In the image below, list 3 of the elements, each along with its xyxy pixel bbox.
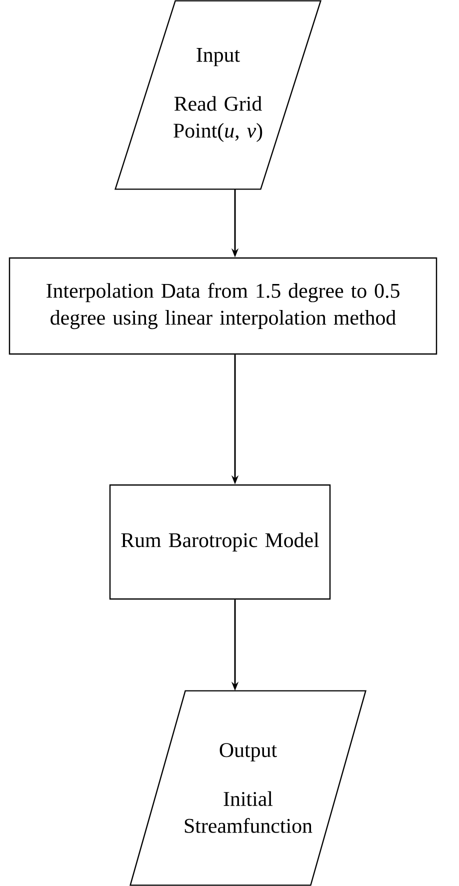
process-box: Rum Barotropic Model bbox=[109, 484, 331, 600]
process-box: Interpolation Data from 1.5 degree to 0.5 degree using linear interpolation method bbox=[8, 257, 438, 355]
io-parallelogram: Output Initial Streamfunction bbox=[130, 690, 366, 886]
